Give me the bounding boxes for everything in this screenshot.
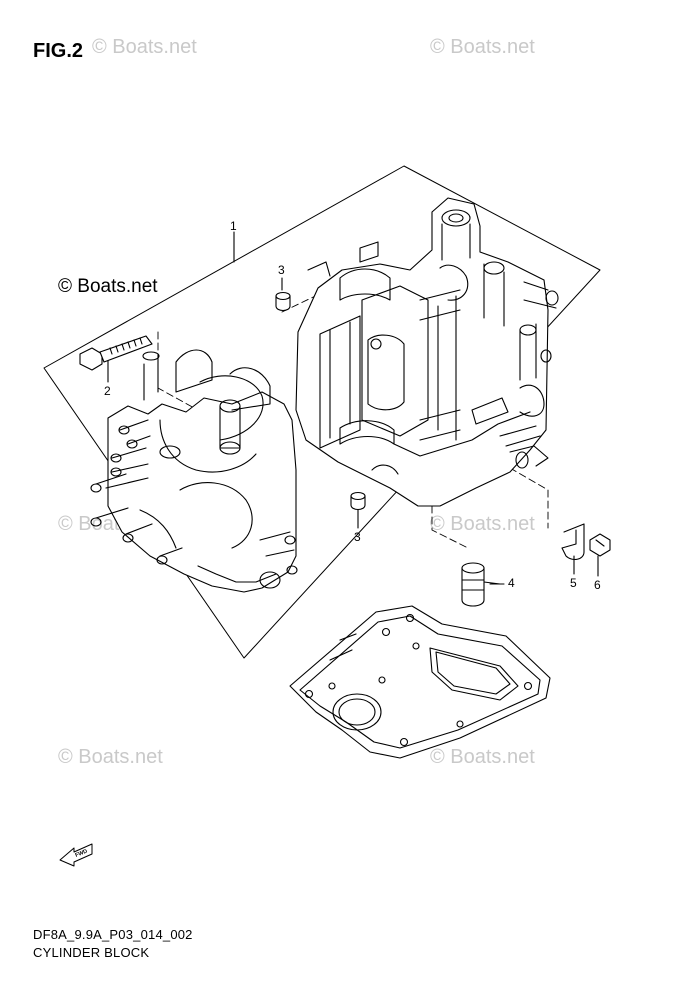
watermark: © Boats.net xyxy=(430,513,535,535)
sensor-part xyxy=(461,562,501,607)
watermark-copyright: © Boats.net xyxy=(58,276,158,297)
diagram-name: CYLINDER BLOCK xyxy=(33,945,150,960)
callout-3-bottom: 3 xyxy=(354,530,361,544)
small-bolt xyxy=(589,533,611,557)
watermark: © Boats.net xyxy=(430,36,535,58)
clamp-part xyxy=(561,523,585,561)
dowel-pin xyxy=(275,291,291,312)
gasket xyxy=(289,605,551,759)
crankcase-right-half xyxy=(295,197,559,507)
bolt xyxy=(79,335,153,371)
watermark: © Boats.net xyxy=(58,746,163,768)
callout-5: 5 xyxy=(570,576,577,590)
fwd-arrow-icon: FWD xyxy=(59,843,93,867)
dowel-pin xyxy=(350,491,366,511)
cylinder-left-half xyxy=(90,349,298,593)
callout-2: 2 xyxy=(104,384,111,398)
callout-6: 6 xyxy=(594,578,601,592)
figure-title: FIG.2 xyxy=(33,40,84,62)
callout-4: 4 xyxy=(508,576,515,590)
watermark: © Boats.net xyxy=(92,36,197,58)
callout-3-top: 3 xyxy=(278,263,285,277)
fwd-label: FWD xyxy=(75,849,89,859)
diagram-code: DF8A_9.9A_P03_014_002 xyxy=(33,927,193,942)
callout-1: 1 xyxy=(230,219,237,233)
watermark: © Boats.net xyxy=(430,746,535,768)
